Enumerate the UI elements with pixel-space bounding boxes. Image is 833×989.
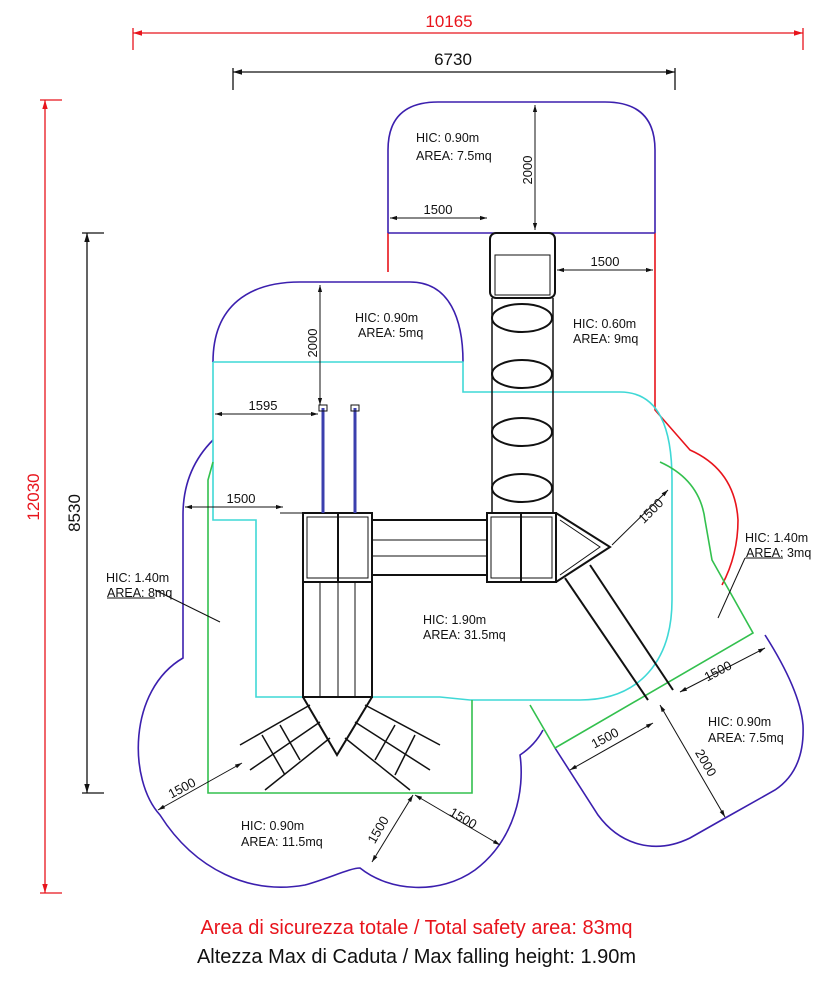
- structure-height-dimension: [82, 232, 104, 794]
- svg-text:HIC: 1.40m: HIC: 1.40m: [745, 531, 808, 545]
- svg-text:HIC: 0.90m: HIC: 0.90m: [241, 819, 304, 833]
- total-safety-area: Area di sicurezza totale / Total safety …: [200, 917, 633, 939]
- svg-text:HIC: 1.40m: HIC: 1.40m: [106, 571, 169, 585]
- top-clearance-2000: 2000: [520, 156, 535, 185]
- clearance-dimensions: [107, 105, 783, 863]
- bottom-clearance-1500-right: 1500: [447, 804, 480, 831]
- overall-width-label: 10165: [425, 12, 472, 31]
- svg-text:AREA: 8mq: AREA: 8mq: [107, 586, 172, 600]
- svg-text:HIC: 0.60m: HIC: 0.60m: [573, 317, 636, 331]
- play-structure: [239, 232, 674, 791]
- slide-clearance-1500-b: 1500: [589, 725, 622, 752]
- svg-text:AREA: 3mq: AREA: 3mq: [746, 546, 811, 560]
- svg-text:AREA: 31.5mq: AREA: 31.5mq: [423, 628, 506, 642]
- left-clearance-1500: 1500: [227, 491, 256, 506]
- bottom-clearance-1500-left: 1500: [166, 775, 199, 802]
- svg-text:AREA: 5mq: AREA: 5mq: [358, 326, 423, 340]
- svg-text:AREA: 7.5mq: AREA: 7.5mq: [708, 731, 784, 745]
- svg-text:AREA: 9mq: AREA: 9mq: [573, 332, 638, 346]
- right-clearance-1500: 1500: [635, 495, 666, 526]
- svg-text:HIC: 0.90m: HIC: 0.90m: [708, 715, 771, 729]
- cyan-outline: [212, 361, 673, 701]
- overall-width-dimension: [132, 28, 804, 50]
- top-clearance-1500-right: 1500: [591, 254, 620, 269]
- svg-text:AREA: 7.5mq: AREA: 7.5mq: [416, 149, 492, 163]
- svg-text:AREA: 11.5mq: AREA: 11.5mq: [241, 835, 323, 849]
- structure-width-label: 6730: [434, 50, 472, 69]
- svg-text:HIC: 0.90m: HIC: 0.90m: [416, 131, 479, 145]
- bottom-clearance-1500-mid: 1500: [364, 813, 391, 846]
- svg-text:HIC: 0.90m: HIC: 0.90m: [355, 311, 418, 325]
- max-falling-height: Altezza Max di Caduta / Max falling heig…: [196, 946, 637, 968]
- structure-width-dimension: [232, 68, 676, 90]
- left-clearance-1595: 1595: [249, 398, 278, 413]
- overall-height-dimension: [40, 99, 62, 894]
- svg-text:HIC: 1.90m: HIC: 1.90m: [423, 613, 486, 627]
- slide-clearance-2000: 2000: [692, 746, 719, 779]
- overall-height-label: 12030: [24, 473, 43, 520]
- structure-height-label: 8530: [65, 494, 84, 532]
- left-clearance-2000: 2000: [305, 329, 320, 358]
- slide-clearance-1500-a: 1500: [702, 658, 735, 685]
- red-outline: [387, 233, 739, 586]
- top-clearance-1500-left: 1500: [424, 202, 453, 217]
